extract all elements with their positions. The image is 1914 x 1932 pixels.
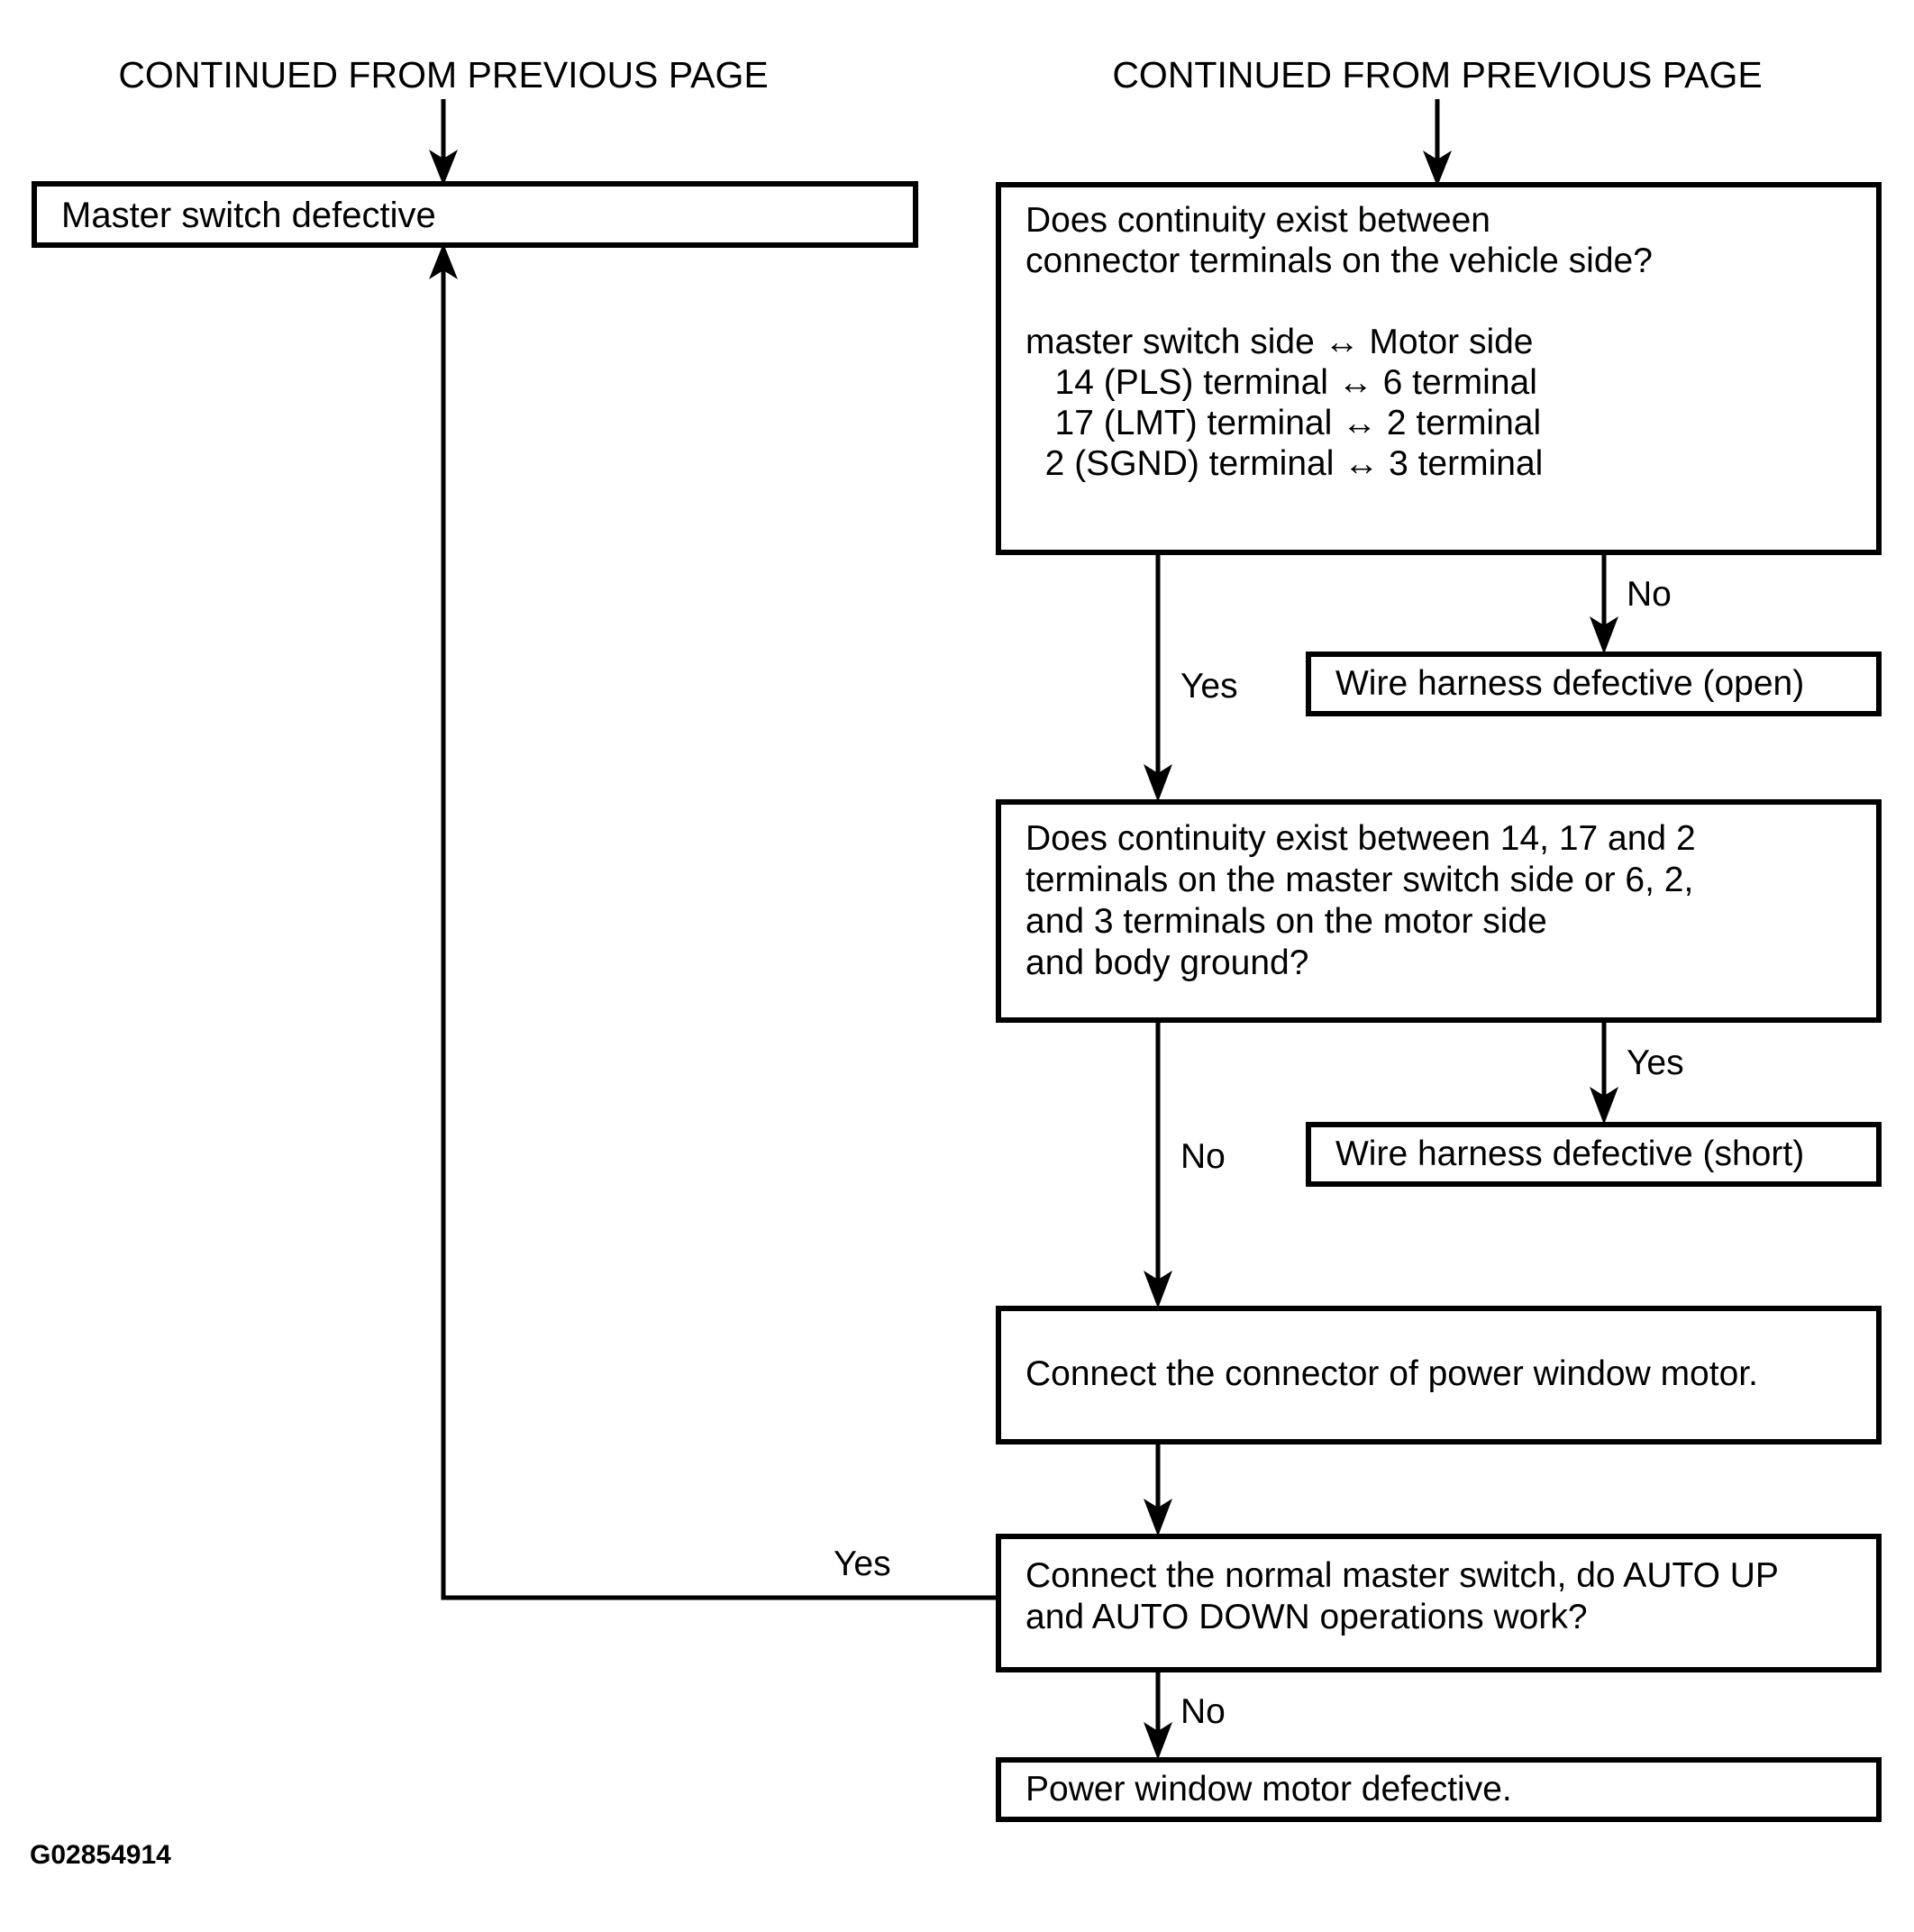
header-continued-right: CONTINUED FROM PREVIOUS PAGE: [1112, 54, 1763, 96]
arrowhead-header-right-down: [1423, 150, 1452, 187]
text-line: terminals on the master switch side or 6…: [1025, 861, 1694, 899]
connector-decision3-yes-feedback: [441, 261, 998, 1600]
figure-code: G02854914: [30, 1840, 171, 1870]
box-continuity-body-ground: [996, 799, 1882, 1023]
text-wire-harness-defective-short: Wire harness defective (short): [1335, 1135, 1805, 1173]
text-line: connector terminals on the vehicle side?: [1025, 242, 1653, 280]
text-line: Does continuity exist between: [1025, 201, 1490, 240]
text-continuity-vehicle-side: Does continuity exist between connector …: [1025, 200, 1653, 484]
edge-label-decision3-no: No: [1180, 1692, 1226, 1731]
text-power-window-motor-defective: Power window motor defective.: [1025, 1770, 1512, 1809]
box-connect-motor-connector: [996, 1306, 1882, 1444]
text-line: and body ground?: [1025, 943, 1309, 982]
text-continuity-body-ground: Does continuity exist between 14, 17 and…: [1025, 818, 1696, 984]
text-line: and 3 terminals on the motor side: [1025, 902, 1547, 941]
text-master-switch-defective: Master switch defective: [61, 196, 436, 235]
text-line: Does continuity exist between 14, 17 and…: [1025, 819, 1696, 858]
arrowhead-connect-motor-to-decision3: [1144, 1499, 1172, 1536]
edge-label-decision2-yes: Yes: [1627, 1043, 1684, 1082]
box-power-window-motor-defective: [996, 1757, 1882, 1822]
text-connect-normal-master-switch: Connect the normal master switch, do AUT…: [1025, 1555, 1779, 1638]
header-continued-left: CONTINUED FROM PREVIOUS PAGE: [118, 54, 769, 96]
box-continuity-vehicle-side: [996, 182, 1882, 555]
text-line: Connect the normal master switch, do AUT…: [1025, 1556, 1779, 1595]
box-wire-harness-defective-open: [1306, 652, 1882, 716]
box-wire-harness-defective-short: [1306, 1122, 1882, 1187]
box-master-switch-defective: [32, 181, 918, 248]
arrowhead-decision3-no: [1144, 1722, 1172, 1760]
edge-label-decision3-yes: Yes: [834, 1545, 891, 1583]
text-line: 2 (SGND) terminal ↔ 3 terminal: [1025, 444, 1544, 483]
text-line-spacer: [1025, 281, 1653, 322]
arrowhead-decision2-no: [1144, 1271, 1172, 1308]
text-connect-motor-connector: Connect the connector of power window mo…: [1025, 1354, 1758, 1393]
text-line: 17 (LMT) terminal ↔ 2 terminal: [1025, 404, 1542, 442]
text-line: master switch side ↔ Motor side: [1025, 323, 1534, 361]
edge-label-decision1-yes: Yes: [1180, 667, 1238, 706]
arrowhead-decision3-yes-up: [429, 243, 458, 279]
text-line: and AUTO DOWN operations work?: [1025, 1598, 1588, 1636]
text-line: 14 (PLS) terminal ↔ 6 terminal: [1025, 363, 1537, 402]
arrowhead-decision1-no: [1590, 616, 1618, 654]
edge-label-decision2-no: No: [1180, 1137, 1226, 1176]
text-wire-harness-defective-open: Wire harness defective (open): [1335, 664, 1805, 703]
arrowhead-decision1-yes: [1144, 764, 1172, 802]
arrowhead-header-left-down: [429, 150, 458, 186]
box-connect-normal-master-switch: [996, 1534, 1882, 1672]
edge-label-decision1-no: No: [1627, 575, 1672, 614]
arrowhead-decision2-yes: [1590, 1087, 1618, 1125]
